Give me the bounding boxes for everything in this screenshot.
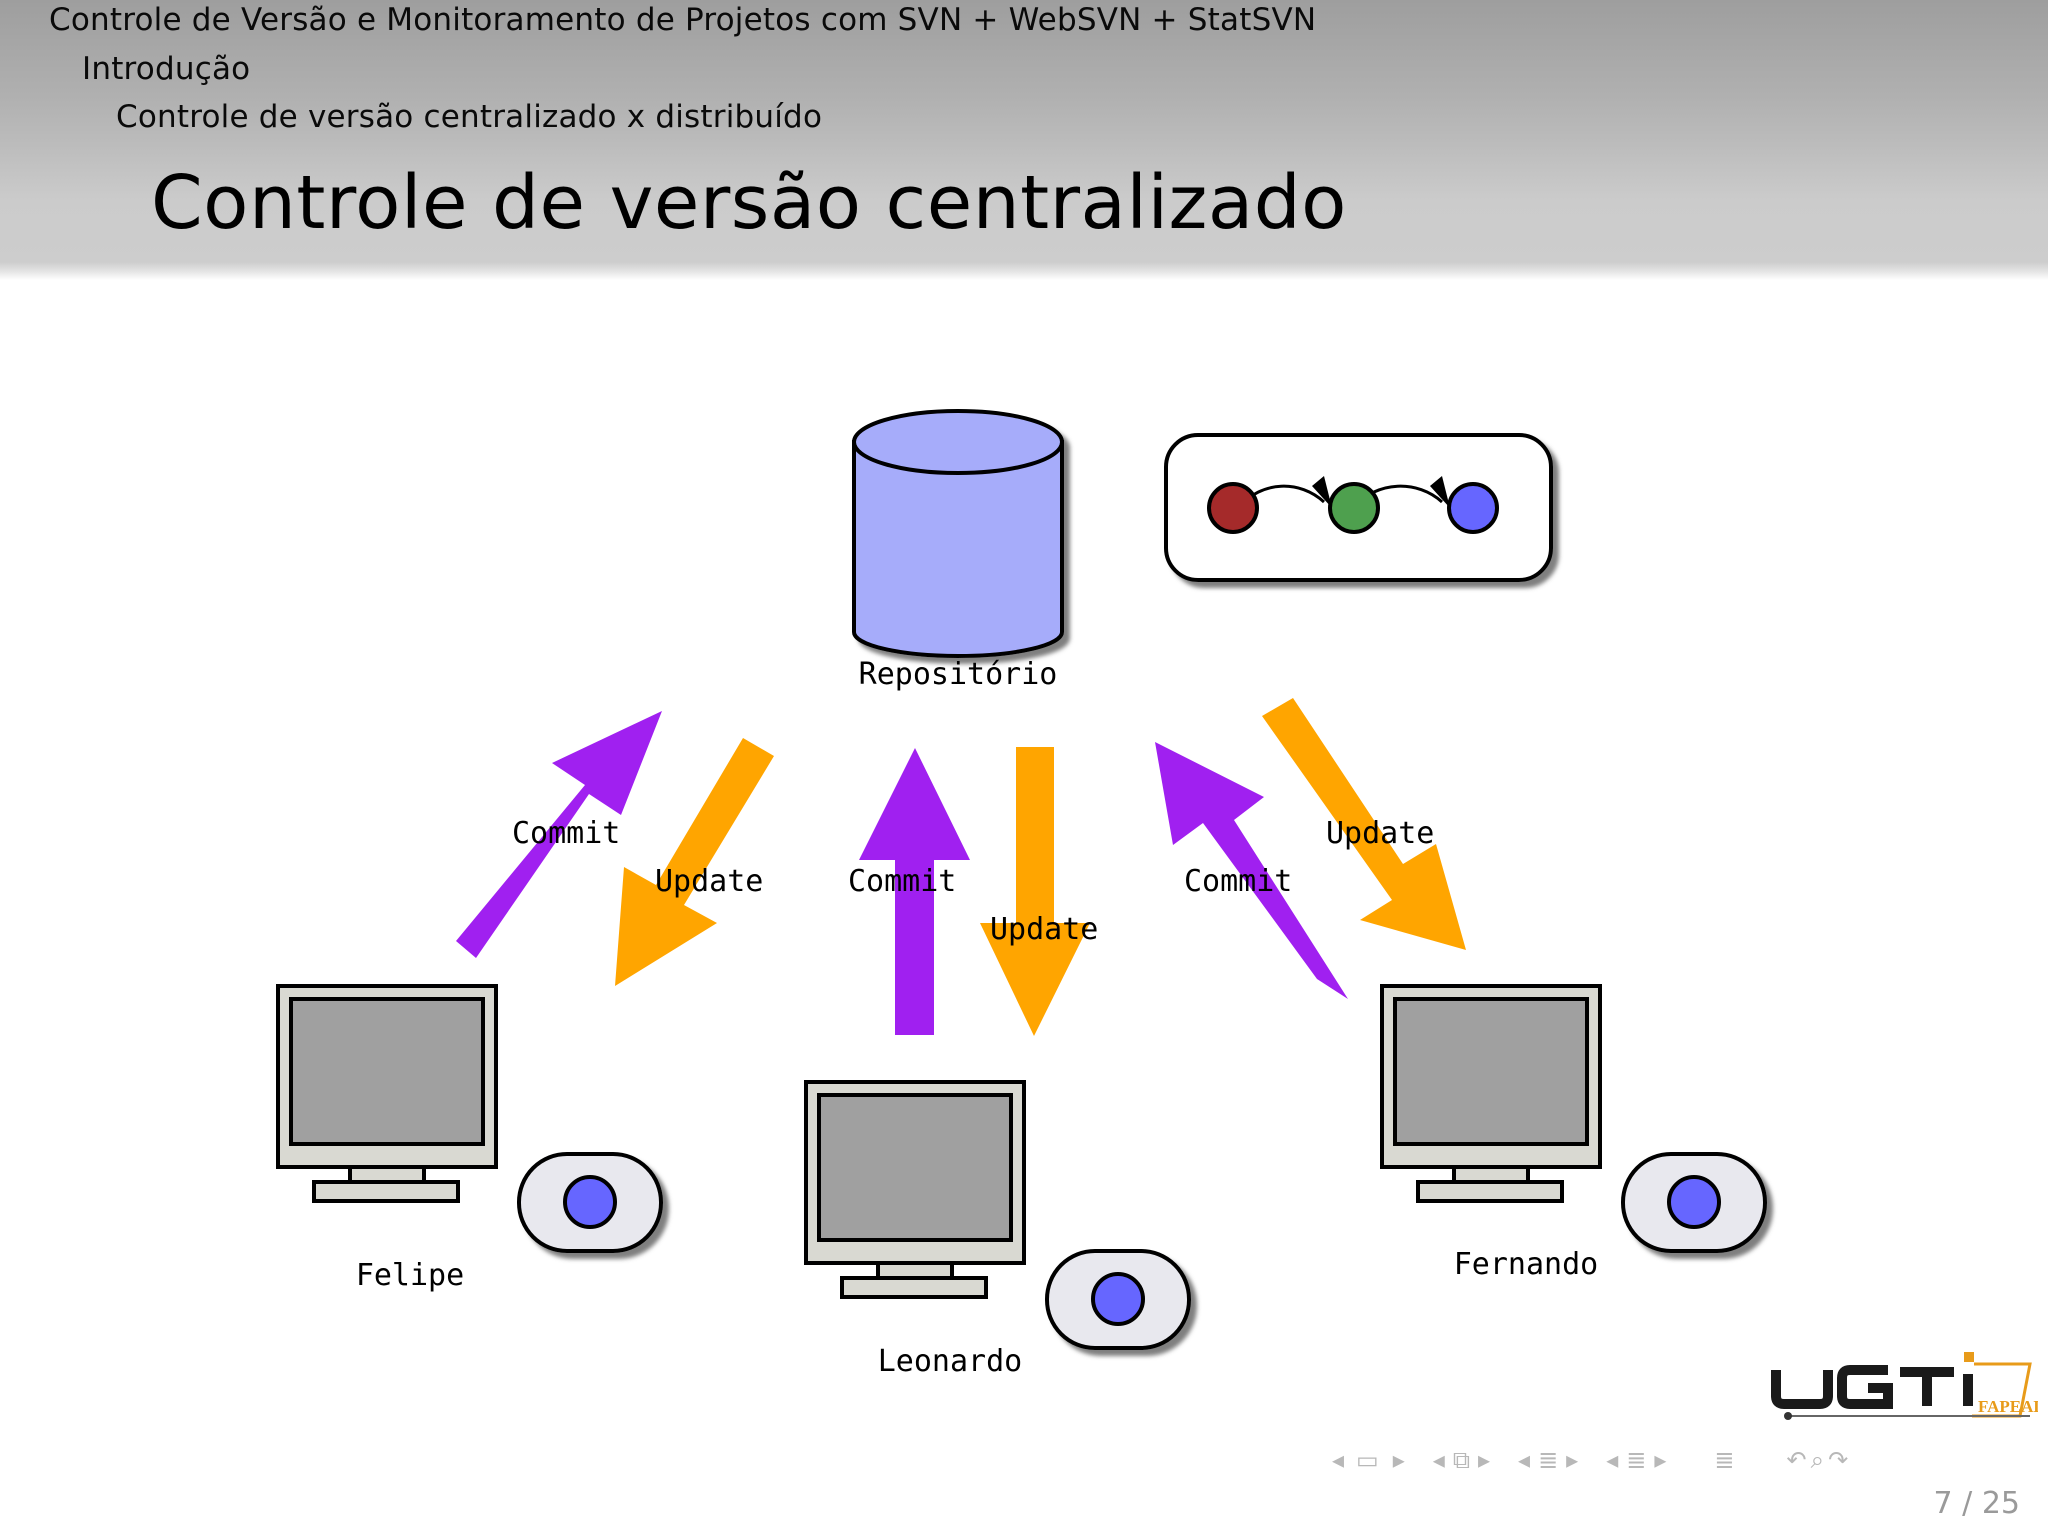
section-icon[interactable]: ≣: [1538, 1446, 1559, 1474]
page-number: 7 / 25: [1933, 1486, 2020, 1521]
fernando-commit-label: Commit: [1184, 864, 1292, 899]
logo-subtext: FAPEAL: [1978, 1397, 2038, 1416]
fernando-commit-arrow: [1155, 742, 1348, 999]
arrow-left-icon[interactable]: ◂: [1432, 1446, 1445, 1474]
revision-node-3: [1447, 482, 1499, 534]
revision-history: [1164, 433, 1553, 582]
fernando-update-label: Update: [1326, 816, 1434, 851]
felipe-working-copy-icon: [517, 1152, 663, 1253]
revision-node-2: [1328, 482, 1380, 534]
leonardo-update-arrow: [980, 747, 1090, 1036]
frame-icon[interactable]: ▭: [1356, 1446, 1379, 1474]
felipe-update-arrow: [615, 738, 774, 986]
fernando-label: Fernando: [1454, 1247, 1599, 1282]
leonardo-computer-icon: [804, 1080, 1026, 1299]
presentation-title[interactable]: Controle de Versão e Monitoramento de Pr…: [49, 2, 1317, 38]
repository-label: Repositório: [859, 657, 1058, 692]
fernando-update-arrow: [1262, 698, 1466, 950]
arrow-right-icon[interactable]: ▸: [1477, 1446, 1491, 1474]
arrow-right-icon[interactable]: ▸: [1392, 1446, 1405, 1474]
presentation-icon[interactable]: ≣: [1626, 1446, 1647, 1474]
redo-icon[interactable]: ↷: [1828, 1446, 1849, 1474]
beamer-navigation: ◂ ▭ ▸ ◂ ⧉ ▸ ◂ ≣ ▸ ◂ ≣ ▸ ≣ ↶ ⌕ ↷: [1320, 1442, 2030, 1478]
leonardo-label: Leonardo: [878, 1344, 1023, 1379]
outline-icon[interactable]: ≣: [1714, 1446, 1735, 1474]
felipe-computer-icon: [276, 984, 498, 1203]
arrow-left-icon[interactable]: ◂: [1606, 1446, 1619, 1474]
subsection-title[interactable]: Controle de versão centralizado x distri…: [116, 99, 823, 135]
leonardo-commit-arrow: [859, 748, 970, 1035]
felipe-commit-label: Commit: [512, 816, 620, 851]
leonardo-working-copy-icon: [1045, 1249, 1191, 1350]
felipe-update-label: Update: [655, 864, 763, 899]
fernando-working-copy-icon: [1621, 1152, 1767, 1253]
arrow-left-icon[interactable]: ◂: [1332, 1446, 1345, 1474]
felipe-label: Felipe: [356, 1258, 464, 1293]
undo-icon[interactable]: ↶: [1786, 1446, 1807, 1474]
frame-title: Controle de versão centralizado: [151, 160, 1347, 246]
arrow-left-icon[interactable]: ◂: [1518, 1446, 1531, 1474]
felipe-commit-arrow: [456, 711, 662, 958]
section-title[interactable]: Introdução: [82, 51, 251, 87]
leonardo-update-label: Update: [990, 912, 1098, 947]
repository-icon: [852, 409, 1064, 658]
search-icon[interactable]: ⌕: [1810, 1446, 1825, 1474]
arrow-right-icon[interactable]: ▸: [1654, 1446, 1667, 1474]
arrow-right-icon[interactable]: ▸: [1566, 1446, 1579, 1474]
subsection-icon[interactable]: ⧉: [1452, 1446, 1470, 1474]
revision-node-1: [1207, 482, 1259, 534]
ugti-fapeal-logo: FAPEAL: [1771, 1352, 2038, 1420]
leonardo-commit-label: Commit: [848, 864, 956, 899]
slide-header: Controle de Versão e Monitoramento de Pr…: [0, 0, 2048, 280]
fernando-computer-icon: [1380, 984, 1602, 1203]
